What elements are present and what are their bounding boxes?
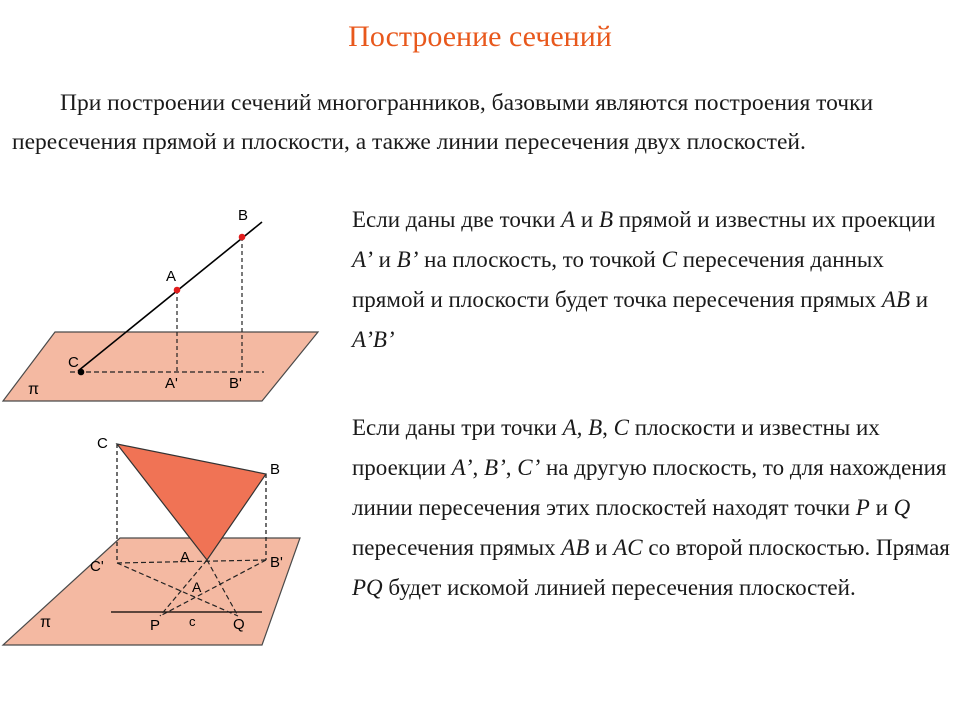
math-term: A’ xyxy=(352,247,373,272)
math-term: B’ xyxy=(484,455,506,480)
text-run: и xyxy=(869,495,894,520)
math-term: P xyxy=(855,495,870,520)
figure-two-planes-intersection: C B A C' B' A π P c Q xyxy=(1,435,301,646)
math-term: C’ xyxy=(517,455,541,480)
text-run: пересечения прямых xyxy=(352,535,562,560)
text-run: , xyxy=(505,455,518,480)
text-run: Если даны три точки xyxy=(352,415,563,440)
text-run: пересечения данных прямой и плоскости бу… xyxy=(352,247,884,312)
math-term: AB xyxy=(881,287,911,312)
label-c-line: c xyxy=(189,614,196,629)
label-a: A xyxy=(180,549,190,566)
math-term: AC xyxy=(613,535,643,560)
text-run: на другую плоскость, то для нахождения л… xyxy=(352,455,947,520)
math-term: C xyxy=(613,415,630,440)
intro-paragraph: При построении сечений многогранников, б… xyxy=(12,90,874,155)
math-term: A’B’ xyxy=(352,327,395,352)
math-term: Q xyxy=(893,495,911,520)
plane-pi xyxy=(1,331,320,402)
math-term: A’ xyxy=(451,455,473,480)
label-p: P xyxy=(150,617,160,634)
label-b: B xyxy=(270,461,280,478)
label-a-proj: A xyxy=(192,579,202,595)
text-run: на плоскость, то точкой xyxy=(418,247,662,272)
text-run: , xyxy=(472,455,485,480)
label-b-proj: B' xyxy=(229,375,242,392)
point-a xyxy=(173,286,181,294)
math-term: A, B xyxy=(562,415,603,440)
point-b xyxy=(238,233,246,241)
text-run: Если даны две точки xyxy=(352,207,562,232)
label-pi: π xyxy=(28,381,39,398)
label-c-proj: C' xyxy=(90,558,104,575)
text-run: прямой и известны их проекции xyxy=(613,207,936,232)
text-run: плоскости и известны их проекции xyxy=(352,415,880,480)
paragraph-two-planes: Если даны три точки A, B, C плоскости и … xyxy=(352,408,952,608)
label-c: C xyxy=(68,354,79,371)
math-term: C xyxy=(661,247,677,272)
math-term: PQ xyxy=(352,575,383,600)
label-q: Q xyxy=(233,616,245,633)
text-run: будет искомой линией пересечения плоскос… xyxy=(382,575,856,600)
label-a: A xyxy=(166,268,176,285)
text-run: и xyxy=(372,247,397,272)
paragraph-line-plane: Если даны две точки A и B прямой и извес… xyxy=(352,200,952,360)
math-term: B xyxy=(598,207,613,232)
label-b-proj: B' xyxy=(270,554,283,571)
math-term: A xyxy=(561,207,576,232)
label-c: C xyxy=(97,435,108,452)
text-run: и xyxy=(575,207,599,232)
text-run: , xyxy=(602,415,614,440)
label-b: B xyxy=(238,207,248,224)
text-run: и xyxy=(910,287,929,312)
figure-line-plane-intersection: B A C π A' B' xyxy=(1,207,320,402)
label-a-proj: A' xyxy=(165,375,178,392)
plane-pi xyxy=(1,537,301,646)
math-term: AB xyxy=(561,535,590,560)
projection-lines xyxy=(116,559,267,617)
slide-title: Построение сечений xyxy=(348,20,612,53)
line-ab xyxy=(77,221,263,372)
label-pi: π xyxy=(40,614,51,631)
triangle-abc xyxy=(115,443,268,562)
point-c xyxy=(77,368,85,376)
text-run: и xyxy=(589,535,614,560)
text-run: со второй плоскостью. Прямая xyxy=(642,535,950,560)
math-term: B’ xyxy=(396,247,419,272)
